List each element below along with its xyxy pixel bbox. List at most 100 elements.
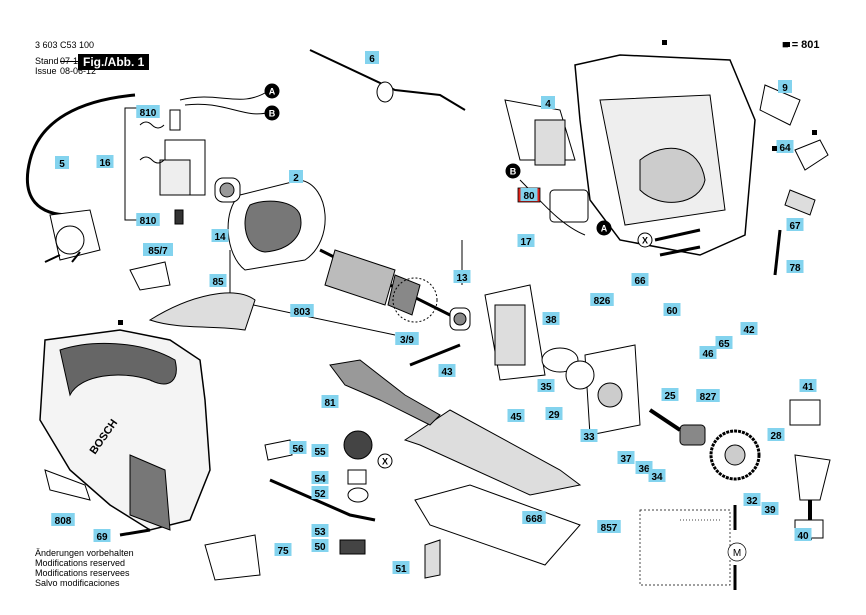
part-label-text: 51 [395, 564, 407, 575]
part-label-text: 668 [526, 514, 543, 525]
circle-callout: X [637, 232, 653, 248]
part-label: 803 [290, 304, 314, 318]
part-label-box [776, 140, 794, 153]
part-label: 32 [743, 493, 761, 507]
part-label: 54 [311, 471, 329, 485]
part-label-box [696, 389, 720, 402]
part-label-text: 54 [314, 474, 326, 485]
part-label: 28 [767, 428, 785, 442]
part-label-text: 67 [789, 221, 801, 232]
part-label-box [635, 461, 653, 474]
part-label-box [51, 513, 75, 526]
part-label-text: 6 [369, 54, 375, 65]
figure-title: Fig./Abb. 1 [78, 54, 150, 70]
part-label-text: 5 [59, 159, 65, 170]
part-56 [264, 439, 293, 461]
part-label-text: 3/9 [400, 335, 414, 346]
bracket-16 [124, 107, 150, 221]
part-label: 857 [597, 520, 621, 534]
part-label: 827 [696, 389, 720, 403]
part-label-box [699, 346, 717, 359]
part-label: 16 [96, 155, 114, 169]
part-label-box [289, 170, 303, 183]
pin-78 [773, 229, 782, 276]
gear-drawing [648, 408, 761, 481]
motor-letter: M [733, 548, 741, 559]
part-label-box [143, 243, 173, 256]
part-label-text: 4 [545, 99, 551, 110]
part-label-text: 45 [510, 412, 522, 423]
marker-squares [118, 40, 817, 325]
wrench-53 [269, 478, 376, 522]
part-label-text: 13 [456, 273, 468, 284]
pin-43 [409, 343, 461, 367]
part-labels: 8101681056421485/7858033/913801796467786… [51, 51, 817, 575]
part-label-text: 85/7 [148, 246, 168, 257]
part-label-box [537, 379, 555, 392]
cover-75 [204, 534, 261, 581]
circle-callout-text: A [269, 87, 276, 97]
screw-69 [119, 528, 151, 537]
part-label-box [209, 274, 227, 287]
part-label-box [648, 469, 666, 482]
part-label-text: 85 [212, 277, 224, 288]
part-label: 6 [365, 51, 379, 65]
part-label-box [96, 155, 114, 168]
part-label-text: 69 [96, 532, 108, 543]
part-label: 43 [438, 364, 456, 378]
part-label-text: 827 [700, 392, 717, 403]
part-label-box [517, 234, 535, 247]
knob-64 [794, 139, 829, 171]
part-label-text: 34 [651, 472, 663, 483]
part-label-box [395, 332, 419, 345]
note-line: Modifications reserved [35, 558, 126, 568]
part-label-text: 14 [214, 232, 226, 243]
part-50 [339, 539, 366, 555]
part-label: 85 [209, 274, 227, 288]
part-label-text: 41 [802, 382, 814, 393]
part-label-text: 810 [140, 216, 157, 227]
part-label: 81 [321, 395, 339, 409]
part-label: 25 [661, 388, 679, 402]
part-label-box [93, 529, 111, 542]
part-label-text: 56 [292, 444, 304, 455]
part-label: 66 [631, 273, 649, 287]
stand-label: Stand [35, 56, 59, 66]
guard-85 [148, 292, 256, 331]
part-label: 17 [517, 234, 535, 248]
part-label: 826 [590, 293, 614, 307]
part-label-box [55, 156, 69, 169]
part-label: 55 [311, 444, 329, 458]
part-label: 9 [778, 80, 792, 94]
part-label-box [321, 395, 339, 408]
part-label-box [761, 502, 779, 515]
part-label: 67 [786, 218, 804, 232]
issue-label: Issue [35, 66, 57, 76]
part-label-text: 65 [718, 339, 730, 350]
part-52 [347, 487, 369, 503]
part-label-box [289, 441, 307, 454]
gear-housing-drawing [484, 284, 641, 436]
part-label-text: 53 [314, 527, 326, 538]
part-label: 13 [453, 270, 471, 284]
part-label: 85/7 [143, 243, 173, 257]
knob-55 [343, 430, 373, 460]
part-label-box [290, 304, 314, 317]
part-label-text: 42 [743, 325, 755, 336]
stroke-rod-drawing [789, 399, 831, 540]
part-label: 37 [617, 451, 635, 465]
part-label: 29 [545, 407, 563, 421]
part-label: 60 [663, 303, 681, 317]
armature-drawing [319, 248, 471, 331]
part-label-text: 50 [314, 542, 326, 553]
circle-callout-text: B [269, 109, 276, 119]
part-label-text: 2 [293, 173, 299, 184]
part-label: 69 [93, 529, 111, 543]
part-label: 36 [635, 461, 653, 475]
part-label: 34 [648, 469, 666, 483]
part-label-box [311, 486, 329, 499]
part-label-box [541, 96, 555, 109]
part-label-box [786, 218, 804, 231]
part-label: 810 [136, 213, 160, 227]
